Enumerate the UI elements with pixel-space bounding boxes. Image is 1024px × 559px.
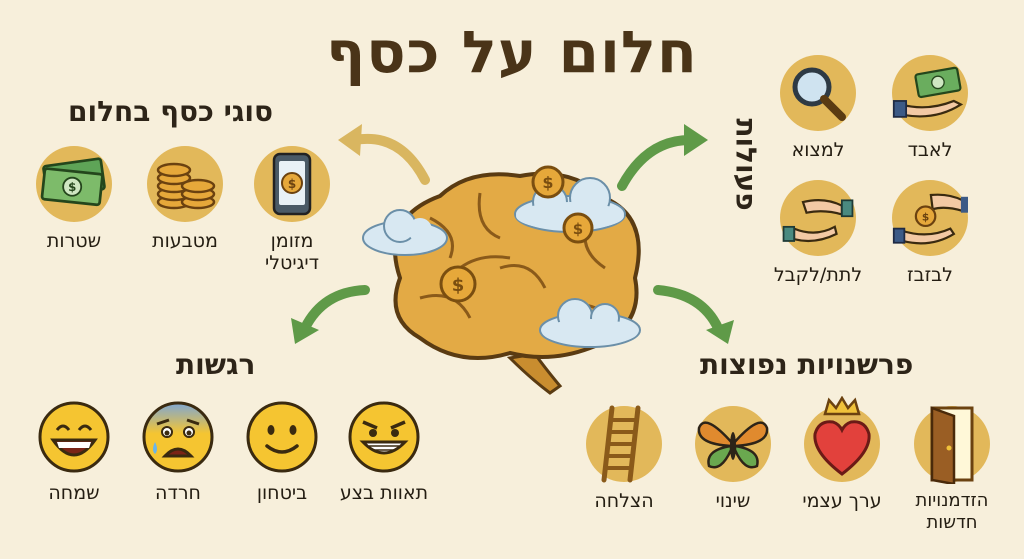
coin-icon: $ — [562, 212, 594, 244]
action-label: למצוא — [791, 139, 845, 161]
arrow-to-actions — [617, 124, 708, 191]
crowned-heart-icon — [813, 396, 871, 476]
emotion-label: תאוות בצע — [339, 482, 429, 504]
svg-text:$: $ — [542, 173, 553, 192]
interpretation-change: שינוי — [683, 406, 783, 512]
ladder-icon — [601, 405, 641, 483]
joy-face-icon — [38, 401, 110, 473]
spending-coin-icon: $ — [892, 193, 968, 245]
emotion-label: חרדה — [155, 482, 201, 504]
cloud-bottom — [539, 298, 641, 348]
svg-text:$: $ — [452, 275, 465, 296]
interpretation-new-opportunities: הזדמנויות חדשות — [902, 406, 1002, 534]
emotion-anxiety: חרדה — [128, 400, 228, 504]
action-find: למצוא — [768, 55, 868, 161]
money-type-label: מזומן דיגיטלי — [264, 230, 320, 274]
losing-money-icon — [892, 66, 964, 118]
interpretation-label: הזדמנויות חדשות — [915, 490, 989, 533]
butterfly-icon — [697, 421, 769, 469]
greedy-face-icon — [348, 401, 420, 473]
interpretations-title: פרשנויות נפוצות — [700, 348, 914, 381]
cloud-left — [362, 209, 448, 256]
action-give-receive: לתת/לקבל — [768, 180, 868, 286]
svg-text:$: $ — [288, 177, 296, 191]
money-type-digital: $ מזומן דיגיטלי — [242, 146, 342, 274]
magnifier-icon — [792, 67, 846, 121]
arrow-to-interpretations — [653, 285, 734, 344]
coin-icon: $ — [531, 165, 565, 199]
money-types-title: סוגי כסף בחלום — [68, 95, 274, 128]
interpretation-label: שינוי — [715, 490, 751, 512]
smartphone-icon: $ — [272, 152, 312, 216]
coin-icon: $ — [439, 265, 477, 303]
svg-text:$: $ — [922, 212, 929, 224]
brain-illustration: $ $ $ — [362, 165, 641, 395]
emotion-confidence: ביטחון — [232, 400, 332, 504]
anxious-face-icon — [142, 401, 214, 473]
interpretation-label: ערך עצמי — [802, 490, 882, 512]
action-spend: $ לבזבז — [880, 180, 980, 286]
money-type-label: שטרות — [46, 230, 102, 252]
arrow-to-money-types — [338, 124, 430, 185]
emotions-title: רגשות — [176, 348, 256, 381]
open-door-icon — [930, 406, 974, 484]
emotion-label: ביטחון — [256, 482, 308, 504]
emotion-greed: תאוות בצע — [334, 400, 434, 504]
action-label: לבזבז — [907, 264, 953, 286]
money-type-label: מטבעות — [152, 230, 218, 252]
interpretation-self-worth: ערך עצמי — [792, 396, 892, 512]
money-type-banknotes: $ שטרות — [24, 146, 124, 252]
calm-face-icon — [246, 401, 318, 473]
coins-icon — [156, 162, 216, 210]
action-label: לאבד — [907, 139, 953, 161]
giving-hands-icon — [782, 199, 854, 243]
svg-text:$: $ — [573, 220, 583, 238]
page-title: חלום על כסף — [326, 18, 698, 86]
actions-title: פעולות — [729, 118, 763, 211]
interpretation-success: הצלחה — [574, 405, 674, 512]
banknotes-icon: $ — [40, 157, 106, 207]
money-type-coins: מטבעות — [135, 146, 235, 252]
svg-text:$: $ — [68, 180, 76, 194]
emotion-joy: שמחה — [24, 400, 124, 504]
action-lose: לאבד — [880, 55, 980, 161]
interpretation-label: הצלחה — [594, 490, 654, 512]
arrow-to-emotions — [291, 285, 370, 344]
emotion-label: שמחה — [48, 482, 100, 504]
action-label: לתת/לקבל — [773, 264, 863, 286]
